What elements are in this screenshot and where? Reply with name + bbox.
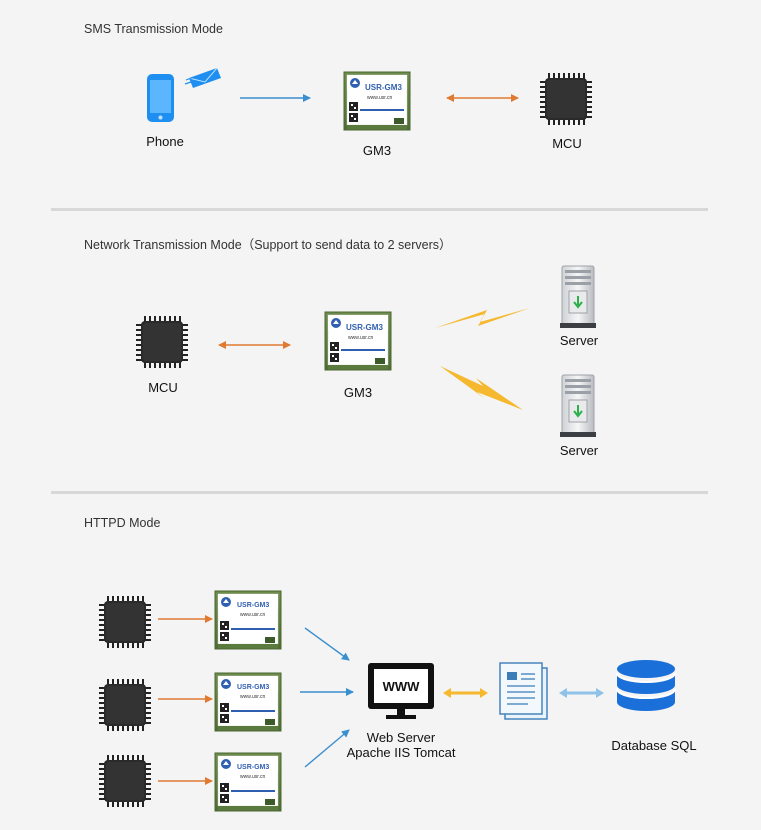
mcu-chip-icon xyxy=(99,596,151,648)
database-icon xyxy=(616,660,676,711)
gm3-module-url: www.usr.cn xyxy=(367,95,393,101)
gm3-label: GM3 xyxy=(343,385,373,400)
arrow-webserver-document xyxy=(443,688,488,698)
mcu-label: MCU xyxy=(148,380,178,395)
gm3-label: GM3 xyxy=(362,143,392,158)
section-divider xyxy=(51,208,708,211)
web-server-software-label: Apache IIS Tomcat xyxy=(346,745,456,760)
server-icon xyxy=(559,374,597,438)
mcu-chip-icon xyxy=(99,755,151,807)
arrow-document-database xyxy=(559,688,604,698)
mcu-label: MCU xyxy=(552,136,582,151)
arrow-gm3-to-webserver xyxy=(304,627,350,661)
section-title-network: Network Transmission Mode（Support to sen… xyxy=(84,238,452,252)
gm3-module-name: USR-GM3 xyxy=(365,83,402,92)
phone-label: Phone xyxy=(146,134,184,149)
gm3-module-url: www.usr.cn xyxy=(240,774,266,780)
gm3-module-icon xyxy=(214,752,282,812)
web-server-label: Web Server xyxy=(366,730,436,745)
sms-envelope-icon xyxy=(184,67,221,88)
lightning-link-1 xyxy=(435,308,530,328)
mcu-chip-icon xyxy=(99,679,151,731)
server-label: Server xyxy=(559,443,599,458)
section-divider xyxy=(51,491,708,494)
gm3-module-icon xyxy=(214,590,282,650)
server-icon xyxy=(559,265,597,329)
document-icon xyxy=(499,662,548,720)
gm3-module-icon xyxy=(343,71,411,131)
www-text: WWW xyxy=(383,679,421,694)
lightning-link-2 xyxy=(440,366,523,410)
section-title-sms: SMS Transmission Mode xyxy=(84,22,223,36)
section-title-httpd: HTTPD Mode xyxy=(84,516,161,530)
server-label: Server xyxy=(559,333,599,348)
web-server-monitor-icon xyxy=(368,663,434,719)
gm3-module-name: USR-GM3 xyxy=(346,323,383,332)
gm3-module-name: USR-GM3 xyxy=(237,684,269,691)
gm3-module-icon xyxy=(324,311,392,371)
mcu-chip-icon xyxy=(136,316,188,368)
gm3-module-url: www.usr.cn xyxy=(240,694,266,700)
arrow-gm3-to-webserver xyxy=(304,729,350,768)
gm3-module-name: USR-GM3 xyxy=(237,764,269,771)
phone-icon xyxy=(147,74,174,122)
gm3-module-name: USR-GM3 xyxy=(237,602,269,609)
mcu-chip-icon xyxy=(540,73,592,125)
gm3-module-url: www.usr.cn xyxy=(348,335,374,341)
database-label: Database SQL xyxy=(611,738,697,753)
gm3-module-icon xyxy=(214,672,282,732)
gm3-module-url: www.usr.cn xyxy=(240,612,266,618)
